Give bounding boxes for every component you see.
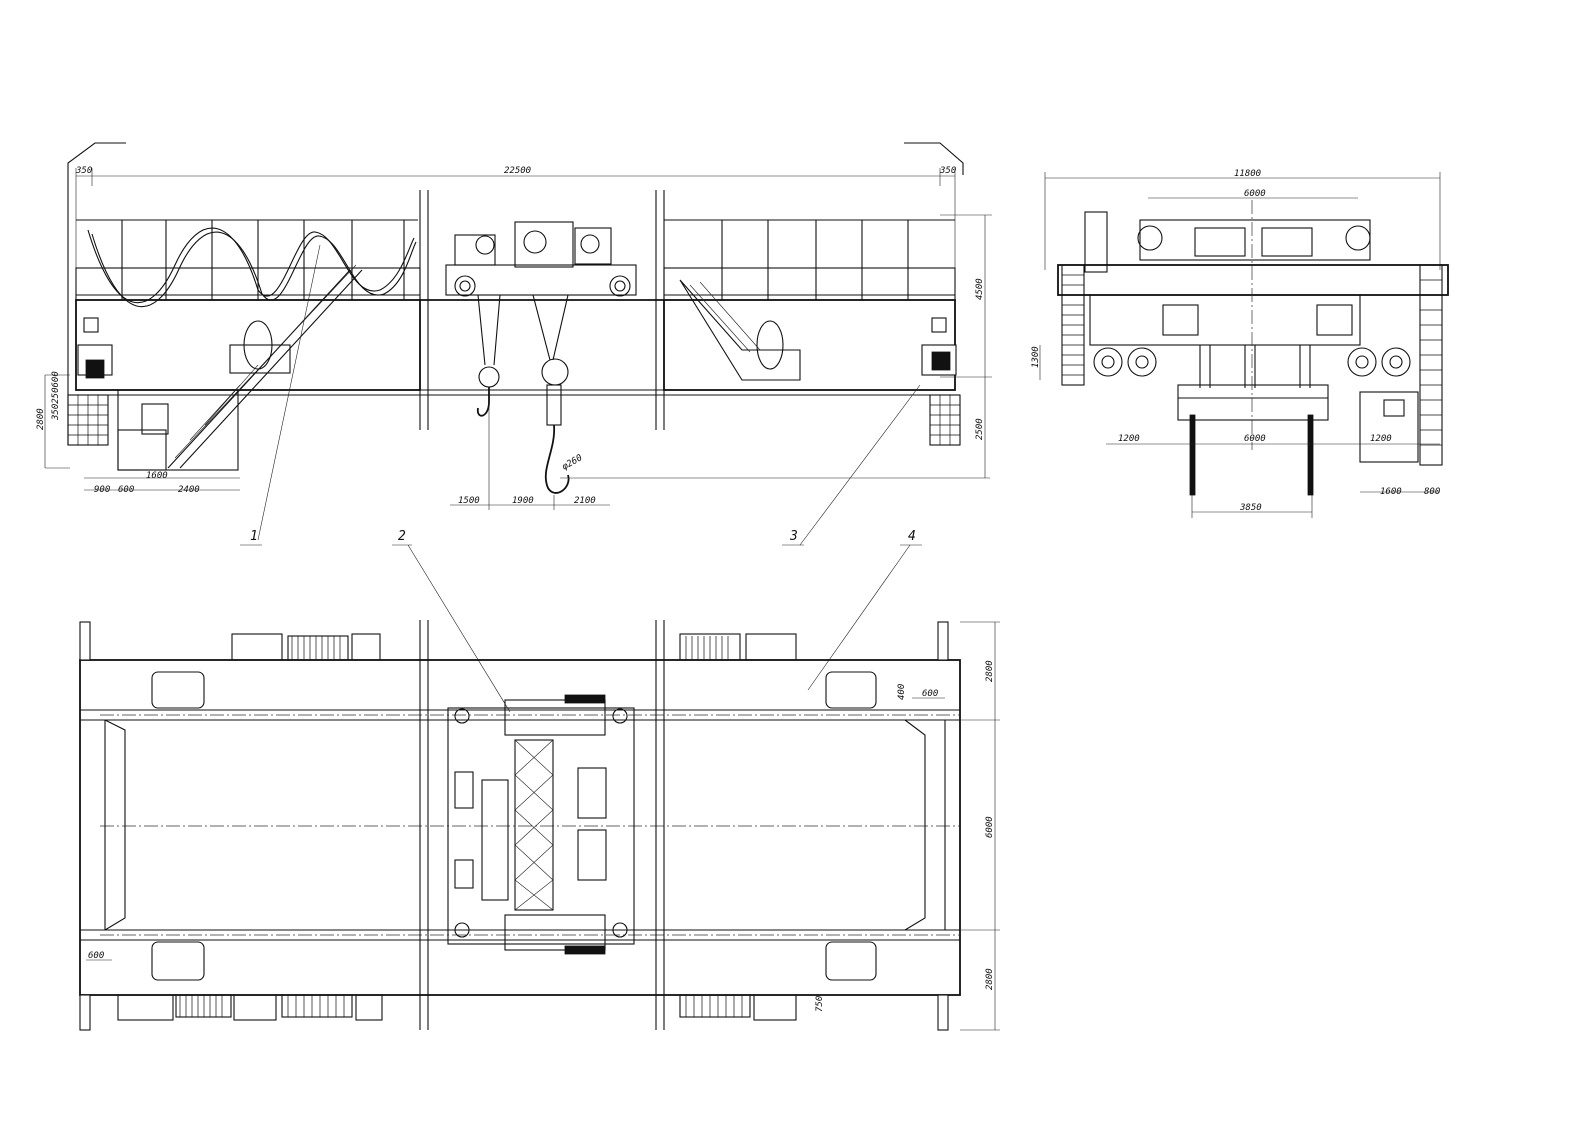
side-elevation-view: 11800 6000 1300 [1031, 169, 1449, 518]
plan-top-width-dimension: 2800 [985, 660, 995, 682]
item-label-1: 1 [250, 529, 258, 544]
hook-spacing-dimension: 1900 [512, 496, 534, 506]
height-upper-dimension: 4500 [975, 278, 985, 300]
base-right-dimension: 2400 [178, 485, 200, 495]
side-cab-extra-dimension: 800 [1424, 487, 1440, 497]
trolley [445, 221, 637, 297]
item-label-3: 3 [789, 529, 798, 544]
height-lower-dimension: 2500 [975, 418, 985, 440]
plan-bottom-offset-dimension: 750 [815, 996, 825, 1012]
cab-width-dimension: 1600 [146, 471, 168, 481]
plan-rail-offset-a-dimension: 400 [897, 684, 907, 700]
side-right-offset-dimension: 1200 [1370, 434, 1392, 444]
plan-left-offset-dimension: 600 [88, 951, 104, 961]
left-overhang-dimension: 350 [75, 166, 92, 176]
side-cab-width-dimension: 1600 [1380, 487, 1402, 497]
item-label-2: 2 [398, 529, 406, 544]
side-hook-spacing-dimension: 3850 [1239, 503, 1262, 513]
left-height-dimension: 2800 [36, 408, 46, 430]
side-wheel-height-dimension: 1300 [1031, 346, 1041, 368]
hook-diameter-dimension: φ260 [561, 453, 585, 473]
right-overhang-dimension: 350 [939, 166, 956, 176]
item-label-4: 4 [908, 529, 916, 544]
hook-offset-left-dimension: 1500 [458, 496, 480, 506]
hook-offset-right-dimension: 2100 [574, 496, 596, 506]
trolley-plan [447, 694, 635, 955]
plan-rail-offset-b-dimension: 600 [922, 689, 938, 699]
plan-view: 2800 6000 2800 400 600 600 750 [79, 620, 1000, 1031]
plan-bottom-width-dimension: 2800 [985, 968, 995, 990]
side-left-offset-dimension: 1200 [1118, 434, 1140, 444]
side-overall-width-dimension: 11800 [1234, 169, 1261, 179]
left-stack-dimension: 350250600 [51, 371, 61, 421]
side-trolley-gauge-dimension: 6000 [1244, 189, 1266, 199]
front-elevation-view: 22500 350 350 [36, 142, 992, 713]
side-bottom-gauge-dimension: 6000 [1244, 434, 1266, 444]
span-dimension: 22500 [504, 166, 531, 176]
base-left-dimension: 900 [94, 485, 110, 495]
base-mid-dimension: 600 [118, 485, 134, 495]
plan-middle-width-dimension: 6000 [985, 816, 995, 838]
